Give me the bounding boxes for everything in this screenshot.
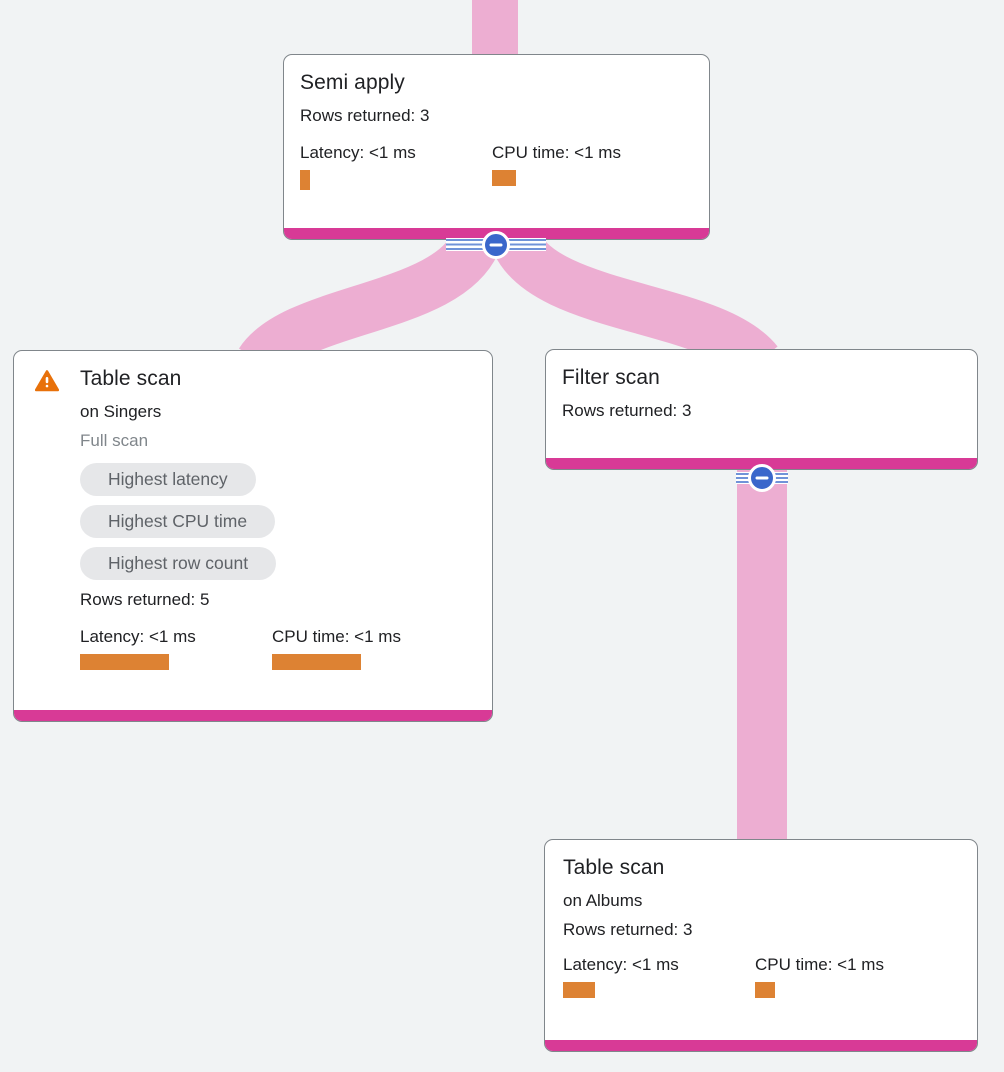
node-filter-scan[interactable]: Filter scan Rows returned: 3 xyxy=(545,349,978,470)
metrics-row: Latency: <1 ms CPU time: <1 ms xyxy=(563,954,959,998)
rows-returned: Rows returned: 3 xyxy=(300,106,430,125)
latency-metric: Latency: <1 ms xyxy=(563,954,755,998)
latency-bar xyxy=(80,654,169,670)
node-title: Semi apply xyxy=(300,71,405,94)
latency-label: Latency: <1 ms xyxy=(563,955,679,974)
node-accent-bar xyxy=(546,458,977,469)
cpu-time-bar xyxy=(492,170,516,186)
collapse-button-filter-scan[interactable] xyxy=(736,464,788,492)
cpu-metric: CPU time: <1 ms xyxy=(492,142,684,190)
edge-filter-scan-to-table-scan-albums xyxy=(737,468,787,845)
metrics-row: Latency: <1 ms CPU time: <1 ms xyxy=(80,626,476,670)
node-title: Table scan xyxy=(563,856,665,879)
rows-returned: Rows returned: 5 xyxy=(80,590,210,609)
badge-list: Highest latency Highest CPU time Highest… xyxy=(80,463,476,580)
cpu-metric: CPU time: <1 ms xyxy=(755,954,947,998)
node-accent-bar xyxy=(14,710,492,721)
collapse-button-semi-apply[interactable] xyxy=(446,230,546,259)
rows-returned: Rows returned: 3 xyxy=(563,920,693,939)
node-table-scan-albums[interactable]: Table scan on Albums Rows returned: 3 La… xyxy=(544,839,978,1052)
edge-semi-apply-to-filter-scan xyxy=(490,226,778,380)
cpu-time-bar xyxy=(755,982,775,998)
latency-label: Latency: <1 ms xyxy=(80,627,196,646)
minus-icon xyxy=(482,230,510,259)
latency-bar xyxy=(300,170,310,190)
node-title: Table scan xyxy=(80,367,182,390)
cpu-time-label: CPU time: <1 ms xyxy=(492,143,621,162)
latency-metric: Latency: <1 ms xyxy=(80,626,272,670)
cpu-time-bar xyxy=(272,654,361,670)
scan-type-label: Full scan xyxy=(80,431,149,450)
node-accent-bar xyxy=(545,1040,977,1051)
node-title: Filter scan xyxy=(562,366,660,389)
cpu-time-label: CPU time: <1 ms xyxy=(272,627,401,646)
latency-bar xyxy=(563,982,595,998)
minus-icon xyxy=(748,464,776,492)
node-table-scan-singers[interactable]: Table scan on Singers Full scan Highest … xyxy=(13,350,493,722)
badge-highest-cpu-time: Highest CPU time xyxy=(80,505,276,538)
edge-semi-apply-to-table-scan-singers xyxy=(238,226,502,378)
cpu-time-label: CPU time: <1 ms xyxy=(755,955,884,974)
latency-metric: Latency: <1 ms xyxy=(300,142,492,190)
node-subtitle: on Albums xyxy=(563,891,643,910)
warning-icon xyxy=(35,370,59,392)
metrics-row: Latency: <1 ms CPU time: <1 ms xyxy=(300,142,693,190)
cpu-metric: CPU time: <1 ms xyxy=(272,626,464,670)
badge-highest-latency: Highest latency xyxy=(80,463,256,496)
badge-highest-row-count: Highest row count xyxy=(80,547,277,580)
node-semi-apply[interactable]: Semi apply Rows returned: 3 Latency: <1 … xyxy=(283,54,710,240)
rows-returned: Rows returned: 3 xyxy=(562,401,692,420)
latency-label: Latency: <1 ms xyxy=(300,143,416,162)
edge-parent-to-semi-apply xyxy=(472,0,518,58)
node-subtitle: on Singers xyxy=(80,402,162,421)
